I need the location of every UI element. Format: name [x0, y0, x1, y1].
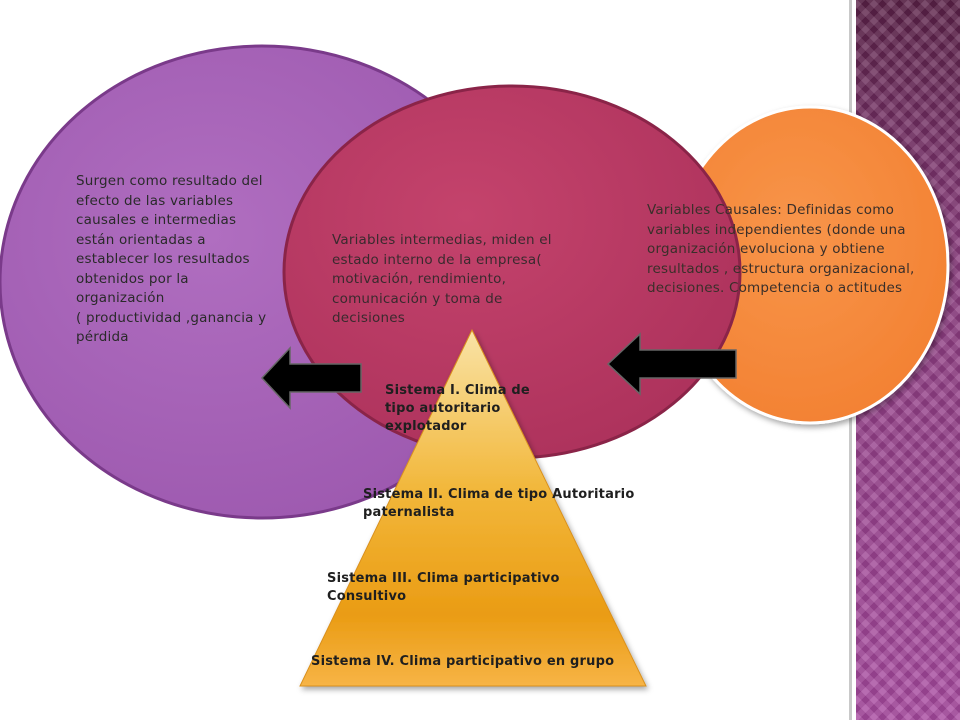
pyramid-level-3: Sistema III. Clima participativo Consult…	[327, 571, 560, 604]
pyramid-level-4: Sistema IV. Clima participativo en grupo	[311, 654, 615, 669]
arrow-left-icon	[606, 332, 737, 396]
result-variables-text: Surgen como resultado del efecto de las …	[76, 173, 267, 345]
pyramid-level-1: Sistema I. Clima de tipo autoritario exp…	[385, 383, 530, 434]
pyramid-level-2: Sistema II. Clima de tipo Autoritario pa…	[363, 487, 635, 520]
intermediate-variables-text: Variables intermedias, miden el estado i…	[332, 232, 552, 326]
causal-variables-text: Variables Causales: Definidas como varia…	[647, 202, 915, 296]
climate-systems-pyramid	[299, 328, 647, 687]
arrow-left-icon	[260, 346, 362, 410]
